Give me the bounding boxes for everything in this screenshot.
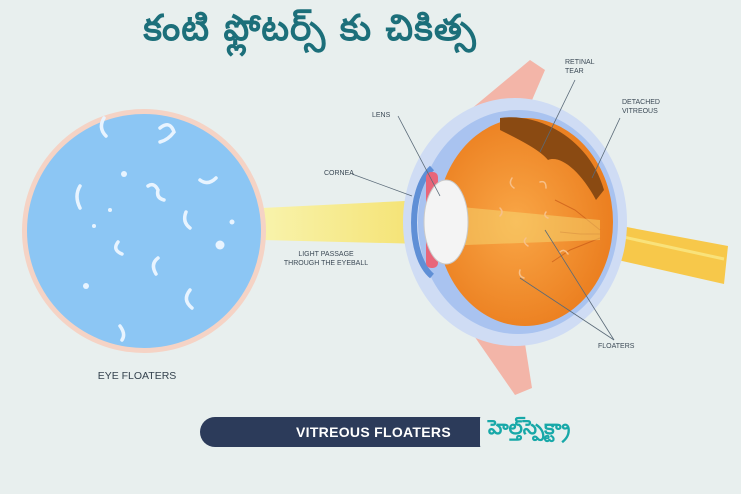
eyeball	[437, 118, 613, 326]
leader-lines	[351, 79, 621, 341]
brand-logo: హెల్త్‌స్పెక్ట్రా	[488, 415, 571, 439]
detached-vitreous	[500, 117, 604, 200]
label-detached-vitreous: DETACHED VITREOUS	[622, 99, 660, 115]
inner-floaters	[499, 177, 569, 279]
cornea	[411, 165, 435, 279]
light-beam	[262, 200, 425, 244]
label-floaters: FLOATERS	[598, 343, 635, 350]
internal-light	[440, 205, 600, 246]
label-lens: LENS	[372, 112, 391, 119]
label-light-passage: LIGHT PASSAGE THROUGH THE EYEBALL	[283, 251, 369, 267]
floater-disc	[22, 109, 266, 353]
lens	[423, 179, 469, 265]
page-title: కంటి ఫ్లోటర్స్ కు చికిత్స	[143, 8, 477, 49]
banner-text: VITREOUS FLOATERS	[296, 424, 451, 440]
label-retinal-tear: RETINAL TEAR	[565, 59, 595, 75]
eye-floaters-caption: EYE FLOATERS	[97, 370, 177, 382]
brand-logo-box	[480, 413, 630, 451]
retina-veins	[551, 199, 601, 263]
label-cornea: CORNEA	[324, 170, 354, 177]
